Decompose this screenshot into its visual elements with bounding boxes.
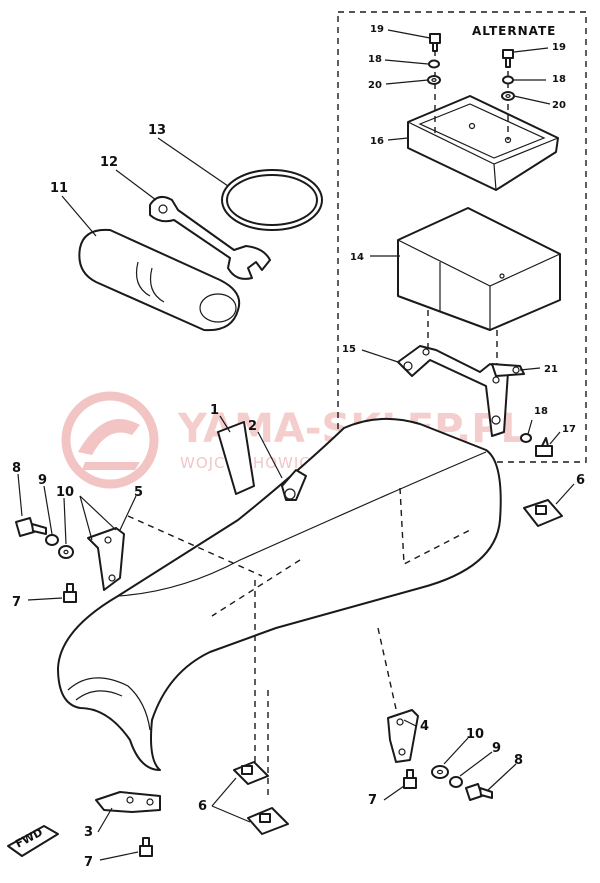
part-10-washer-right	[431, 765, 449, 779]
callout-3: 3	[84, 825, 93, 840]
part-18-washer-right	[502, 75, 514, 85]
part-6-clip-bottom-a	[233, 761, 269, 785]
callout-17: 17	[562, 424, 576, 435]
callout-2: 2	[248, 419, 257, 434]
part-12-wrench	[149, 195, 271, 280]
part-7-screw-bottom	[139, 837, 153, 857]
callout-8: 8	[514, 753, 523, 768]
part-11-tool-pouch	[78, 228, 241, 332]
part-4-bracket	[387, 709, 419, 763]
part-19-screw-left	[429, 33, 441, 52]
callout-21: 21	[544, 364, 558, 375]
part-3-hinge-plate	[95, 791, 161, 813]
callout-18: 18	[552, 74, 566, 85]
part-20-nut-left	[427, 75, 441, 85]
callout-numbers: 19 18 20 19 18 20 16 14 15 21 18 17 13 1…	[12, 24, 585, 870]
seat-assembly	[57, 417, 502, 771]
callout-19: 19	[370, 24, 384, 35]
part-20-nut-right	[501, 91, 515, 101]
callout-19: 19	[552, 42, 566, 53]
part-16-tray	[407, 95, 559, 191]
part-8-bolt-left	[15, 517, 47, 537]
callout-4: 4	[420, 719, 429, 734]
callout-7: 7	[84, 855, 93, 870]
callout-6: 6	[198, 799, 207, 814]
part-21-clip	[491, 363, 525, 377]
guide-line	[377, 627, 399, 719]
part-1-seat-strap	[217, 421, 255, 495]
part-9-washer-right	[449, 776, 463, 788]
fwd-arrow-icon: FWD	[7, 825, 59, 857]
guide-line	[399, 487, 471, 566]
callout-14: 14	[350, 252, 364, 263]
callout-20: 20	[368, 80, 382, 91]
callout-16: 16	[370, 136, 384, 147]
callout-18: 18	[368, 54, 382, 65]
callout-9: 9	[38, 473, 47, 488]
guide-line	[127, 515, 263, 577]
part-7-screw-left	[63, 583, 77, 603]
part-2-strap-bracket	[281, 469, 307, 501]
part-9-washer-left	[45, 534, 59, 546]
callout-15: 15	[342, 344, 356, 355]
part-19-screw-right	[502, 49, 514, 68]
part-17-bolt	[535, 437, 553, 457]
callout-9: 9	[492, 741, 501, 756]
callout-11: 11	[50, 181, 68, 196]
alternate-label: ALTERNATE	[472, 24, 556, 38]
part-6-clip-right	[523, 499, 563, 527]
callout-18: 18	[534, 406, 548, 417]
part-14-box	[397, 207, 561, 331]
callout-6: 6	[576, 473, 585, 488]
callout-7: 7	[12, 595, 21, 610]
part-18-washer-left	[428, 59, 440, 69]
part-13-o-ring	[221, 169, 323, 231]
alternate-group-border	[337, 11, 587, 463]
part-10-washer-left	[58, 545, 74, 559]
callout-10: 10	[466, 727, 484, 742]
callout-7: 7	[368, 793, 377, 808]
part-6-clip-bottom-b	[247, 807, 289, 835]
callout-1: 1	[210, 403, 219, 418]
part-8-bolt-right	[465, 783, 493, 801]
watermark-logo-icon	[61, 391, 159, 489]
part-18-washer-lower	[520, 433, 532, 443]
callout-8: 8	[12, 461, 21, 476]
callout-20: 20	[552, 100, 566, 111]
callout-5: 5	[134, 485, 143, 500]
part-7-screw-right	[403, 769, 417, 789]
callout-13: 13	[148, 123, 166, 138]
leader-lines	[17, 29, 575, 861]
callout-10: 10	[56, 485, 74, 500]
callout-12: 12	[100, 155, 118, 170]
part-5-bracket	[87, 527, 125, 591]
part-15-bracket	[397, 345, 509, 437]
